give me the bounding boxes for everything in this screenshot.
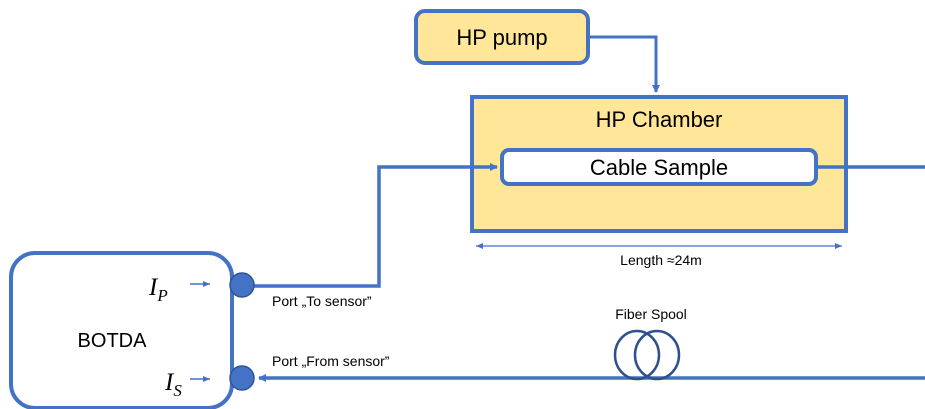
to-sensor-fiber-line (253, 163, 498, 288)
length-dimension-label: Length ≈24m (620, 252, 702, 268)
botda-label: BOTDA (78, 330, 148, 352)
ip-symbol: IP (148, 274, 168, 305)
hp-pump-label: HP pump (456, 25, 547, 50)
port-from-sensor-label: Port „From sensor” (272, 353, 390, 369)
botda-box (9, 251, 234, 409)
hp-chamber-label: HP Chamber (596, 107, 723, 132)
cable-sample-label: Cable Sample (590, 155, 728, 180)
pump-to-chamber-line (588, 35, 660, 93)
is-symbol: IS (164, 369, 182, 400)
port-to-sensor-label: Port „To sensor” (272, 293, 372, 309)
port-from-sensor (229, 365, 255, 391)
coil-icon (613, 329, 681, 381)
fiber-spool-label: Fiber Spool (615, 306, 687, 322)
port-to-sensor (229, 272, 255, 298)
